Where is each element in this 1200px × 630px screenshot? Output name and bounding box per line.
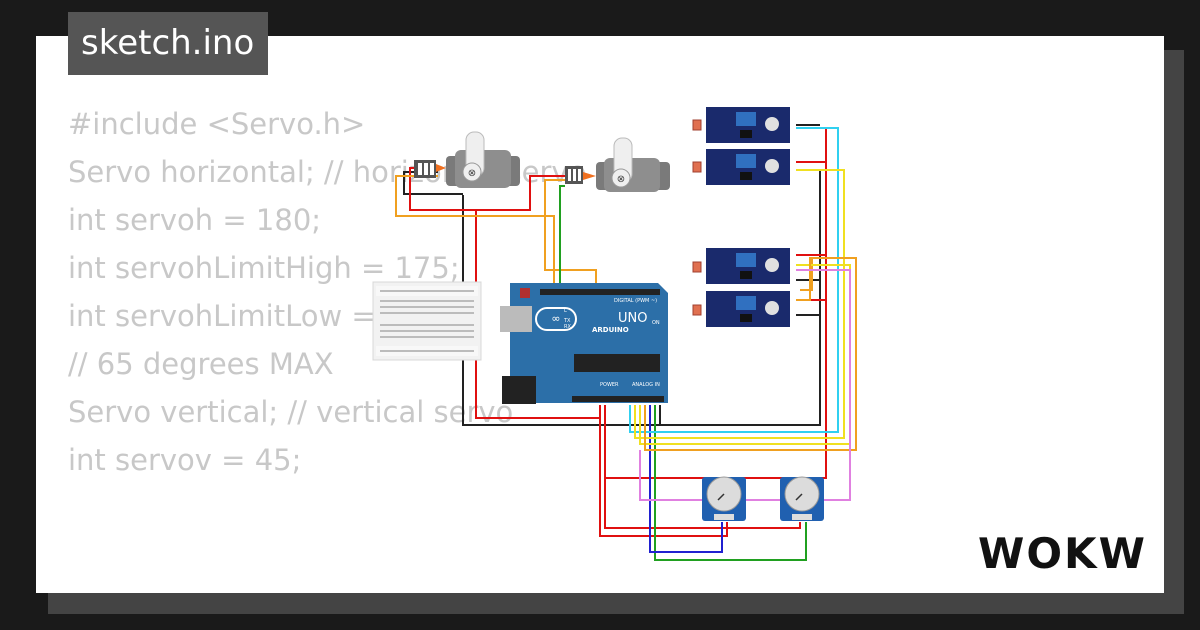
ldr-sensor-1[interactable]: [692, 107, 790, 143]
analog-label: ANALOG IN: [632, 382, 660, 388]
code-line: int servohLimitHigh = 175;: [68, 251, 460, 285]
code-line: // 65 degrees MAX: [68, 347, 334, 381]
servo-horizontal[interactable]: ⊗: [414, 131, 520, 188]
board-name: ARDUINO: [592, 326, 629, 334]
ldr-sensor-2[interactable]: [692, 149, 790, 185]
tx-label: TX: [563, 318, 571, 324]
arduino-uno[interactable]: ∞ ARDUINO UNO DIGITAL (PWM ~) POWER ANAL…: [500, 283, 668, 404]
svg-text:∞: ∞: [551, 312, 560, 325]
code-line: int servoh = 180;: [68, 203, 322, 237]
power-label: POWER: [600, 382, 619, 388]
rx-label: RX: [564, 324, 571, 330]
code-line: int servov = 45;: [68, 443, 302, 477]
code-line: #include <Servo.h>: [68, 107, 366, 141]
ldr-sensor-4[interactable]: [692, 291, 790, 327]
svg-text:⊗: ⊗: [468, 168, 476, 179]
page-title: sketch.ino: [68, 12, 269, 75]
board-model: UNO: [618, 311, 647, 326]
digital-label: DIGITAL (PWM ~): [614, 298, 657, 304]
brand-text: WOKWI: [978, 529, 1148, 578]
potentiometer-2[interactable]: [780, 476, 824, 521]
code-line: Servo vertical; // vertical servo: [68, 395, 514, 429]
ldr-sensor-3[interactable]: [692, 248, 790, 284]
wokwi-logo: WOKWI: [978, 529, 1148, 578]
on-label: ON: [652, 320, 660, 326]
servo-vertical[interactable]: ⊗: [565, 137, 670, 192]
breadboard[interactable]: [372, 281, 482, 361]
svg-text:⊗: ⊗: [617, 174, 625, 185]
potentiometer-1[interactable]: [702, 476, 746, 521]
l-label: L: [564, 308, 567, 314]
